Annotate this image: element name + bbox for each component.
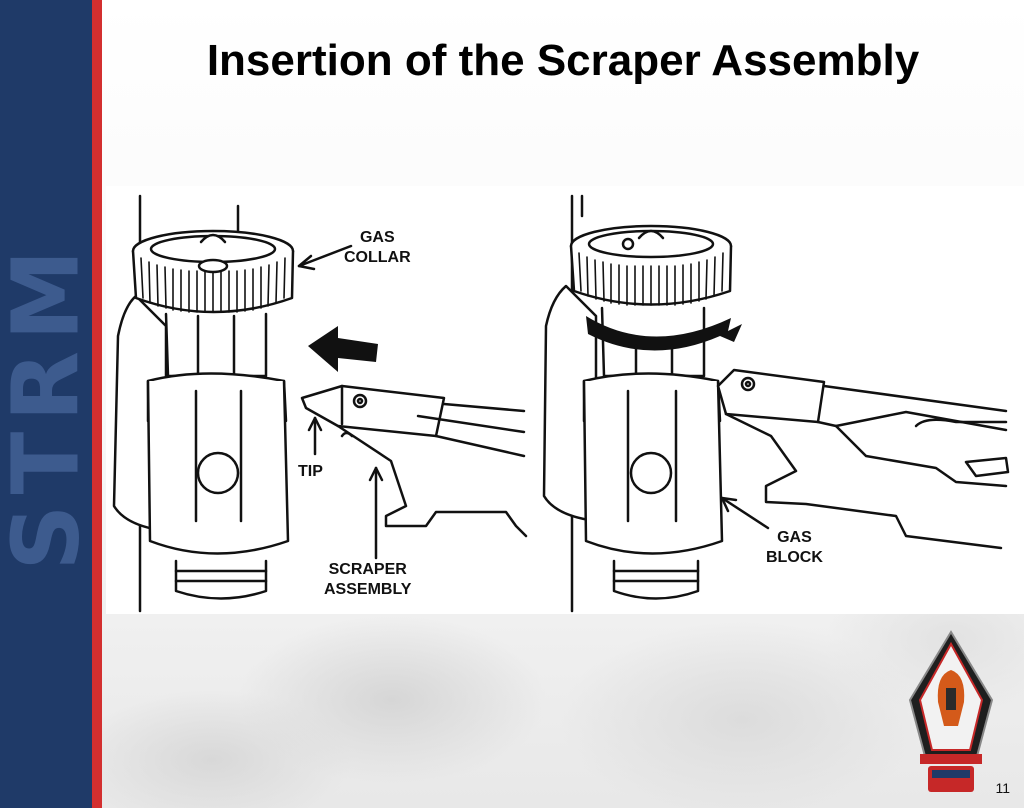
slide-title: Insertion of the Scraper Assembly bbox=[206, 36, 920, 85]
scraper-assembly-label: SCRAPER ASSEMBLY bbox=[324, 561, 412, 598]
line-drawing bbox=[112, 194, 1010, 613]
tip-label: TIP bbox=[298, 463, 323, 480]
scraper-assembly-illustration: GAS COLLAR TIP SCRAPER ASSEMBLY GAS BLOC… bbox=[106, 186, 1024, 614]
gas-collar-label: GAS COLLAR bbox=[344, 229, 411, 266]
gas-block-label: GAS BLOCK bbox=[766, 529, 823, 566]
emblem-icon bbox=[908, 630, 994, 792]
sidebar-watermark: STRM bbox=[0, 239, 100, 571]
sidebar-band: STRM bbox=[0, 0, 100, 808]
recruit-sustainment-program-national-guard-emblem bbox=[906, 630, 996, 794]
left-arrow-icon bbox=[308, 326, 378, 372]
sidebar-stripe bbox=[92, 0, 102, 808]
page-number: 11 bbox=[995, 780, 1010, 796]
rotation-arrow-icon bbox=[586, 316, 742, 351]
